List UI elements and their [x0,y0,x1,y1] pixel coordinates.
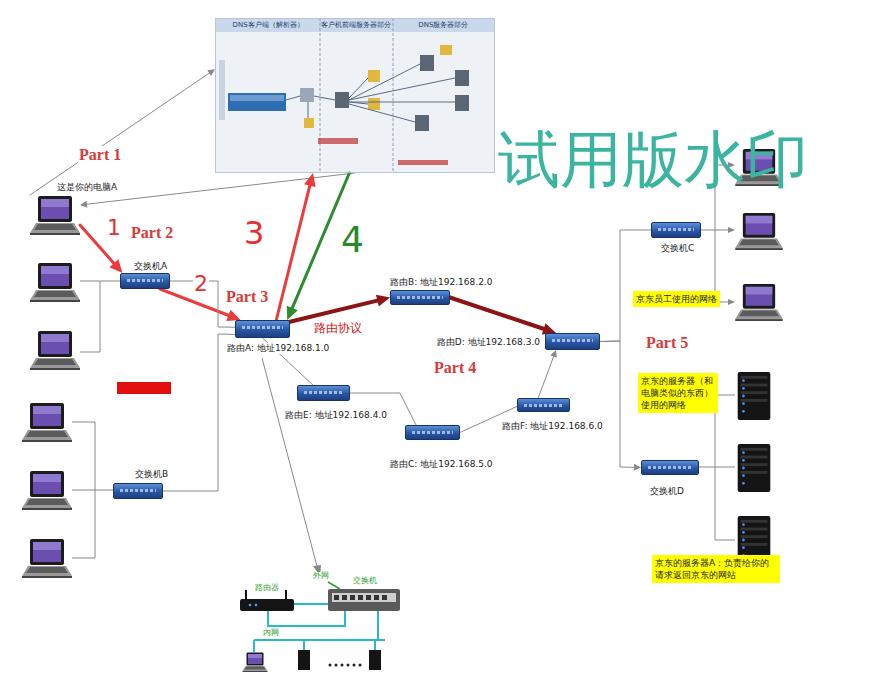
device-label: 路由C: 地址192.168.5.0 [389,459,494,470]
laptop-icon-use [30,196,80,235]
dns-panel: DNS客户端（解析器）客户机前端服务器部分DNS服务器部分 [215,18,495,173]
annotation: 路由协议 [313,322,363,335]
arrow-head [80,201,87,208]
connector-line [600,341,636,467]
laptop-node: 这是你的电脑A [30,195,80,235]
connector-line [290,300,379,322]
network-device: 路由B: 地址192.168.2.0 [390,290,450,305]
annotation: 交换机 [352,577,378,586]
connector-line [538,355,554,398]
connector-line [85,173,355,204]
annotation: 路由器 [254,584,280,593]
network-device: 交换机D [641,460,699,475]
callout-number: 1 [106,216,122,240]
connector [80,173,355,208]
part-label: Part 5 [645,334,689,352]
network-device: 路由A: 地址192.168.1.0 [235,320,290,338]
connector [600,341,641,471]
connector-line [163,334,235,491]
arrow-head [287,306,298,320]
connector [163,334,235,491]
laptop-icon [30,195,80,235]
note-text: 京东的服务器A：负责给你的请求返回京东的网站 [655,557,777,581]
column-heading: DNS服务器部分 [393,19,494,32]
network-device: 路由E: 地址192.168.4.0 [297,385,350,401]
note-box: 京东的服务器（和电脑类似的东西）使用的网络 [638,373,718,413]
part-label: Part 1 [78,146,122,164]
device-label: 路由B: 地址192.168.2.0 [389,277,493,288]
device-label: 交换机C [660,243,695,254]
connector [290,295,390,322]
device-label: 这是你的电脑A [56,182,118,193]
network-device: 路由D: 地址192.168.3.0 [545,333,600,350]
device-label: 路由A: 地址192.168.1.0 [226,343,330,354]
callout-number: 4 [340,220,365,260]
connector-line [30,72,211,195]
connector-line [276,184,310,320]
callout-number: 2 [193,272,209,296]
note-box: 京东的服务器A：负责给你的请求返回京东的网站 [652,555,780,583]
device-label: 路由E: 地址192.168.4.0 [284,410,388,421]
part-label: Part 2 [130,224,174,242]
arrow-head [304,173,316,187]
connector-line [600,230,651,342]
home-network [240,582,400,672]
connector-line [450,298,546,330]
column-heading: 客户机前端服务器部分 [320,19,392,32]
connector [30,69,215,195]
connector [450,298,556,335]
network-device: 交换机C [651,222,701,238]
panel-header: DNS客户端（解析器）客户机前端服务器部分DNS服务器部分 [216,19,494,32]
callout-number: 3 [243,216,265,251]
arrow-head [634,464,641,471]
note-text: 京东的服务器（和电脑类似的东西）使用的网络 [641,375,715,411]
network-device: 交换机A [120,273,170,289]
connector [538,350,557,398]
arrow-head [550,350,557,358]
watermark: 试用版水印 [497,126,809,194]
network-device: 交换机B [113,483,163,499]
device-label: 路由D: 地址192.168.3.0 [436,337,541,348]
part-label: Part 3 [225,288,269,306]
device-label: 交换机A [133,261,168,272]
network-device: 路由C: 地址192.168.5.0 [405,425,460,440]
device-label: 交换机D [649,486,685,497]
arrow-head [376,295,390,307]
arrow-head [207,69,215,76]
device-label: 路由F: 地址192.168.6.0 [501,421,604,432]
column-heading: DNS客户端（解析器） [216,19,320,32]
part-label: Part 4 [433,359,477,377]
network-device: 路由F: 地址192.168.6.0 [517,398,570,412]
arrow-head [109,259,122,273]
note-text: 京东员工使用的网络 [636,293,717,305]
annotation: 外网 [312,572,330,581]
annotation: 内网 [262,629,280,638]
dns-illustration [215,18,495,173]
connector [600,230,651,342]
note-box: 京东员工使用的网络 [633,291,720,307]
device-label: 交换机B [134,469,169,480]
